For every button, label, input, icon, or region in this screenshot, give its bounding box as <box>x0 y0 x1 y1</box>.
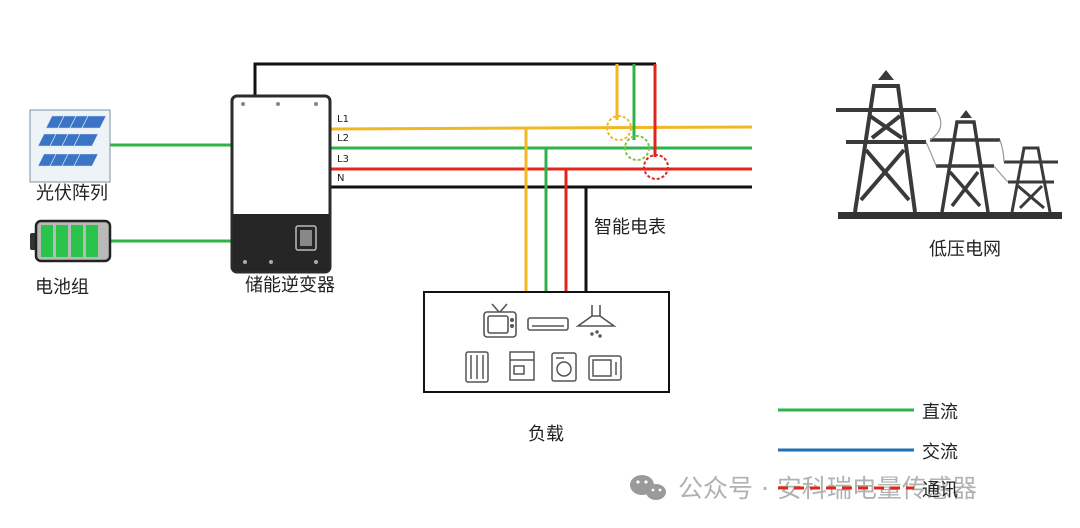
legend: 直流 交流 <box>778 402 958 463</box>
load-box <box>423 291 670 393</box>
line-label-L2: L2 <box>337 133 349 144</box>
line-label-N: N <box>337 173 344 184</box>
coffee-machine-icon <box>509 351 535 381</box>
legend-ac-label: 交流 <box>922 442 958 463</box>
range-hood-icon <box>575 305 617 338</box>
legend-comm: 通讯 <box>778 480 958 501</box>
line-label-L1: L1 <box>337 114 349 125</box>
meter-comm-wire <box>253 62 656 95</box>
ct-ring-L1 <box>606 115 632 141</box>
microwave-icon <box>588 355 622 381</box>
inverter-label: 储能逆变器 <box>245 275 335 296</box>
bus-L1 <box>329 125 753 131</box>
line-label-L3: L3 <box>337 154 349 165</box>
air-conditioner-icon <box>527 317 569 331</box>
load-label: 负载 <box>528 424 564 445</box>
meter-label: 智能电表 <box>594 217 666 238</box>
pv-panel-icon <box>29 109 111 183</box>
battery-label: 电池组 <box>35 277 89 298</box>
tv-icon <box>483 303 517 338</box>
power-tower-icon <box>836 70 1062 219</box>
ct-ring-L3 <box>643 154 669 180</box>
grid-label: 低压电网 <box>929 239 1001 260</box>
washing-machine-icon <box>551 352 577 382</box>
legend-dc-label: 直流 <box>922 402 958 423</box>
radiator-icon <box>465 351 489 383</box>
ct-ring-L2 <box>624 135 650 161</box>
legend-comm-label: 通讯 <box>922 480 958 501</box>
pv-array-label: 光伏阵列 <box>36 183 108 204</box>
battery-icon <box>30 219 112 263</box>
inverter-icon <box>230 94 332 274</box>
wechat-icon <box>630 475 666 500</box>
